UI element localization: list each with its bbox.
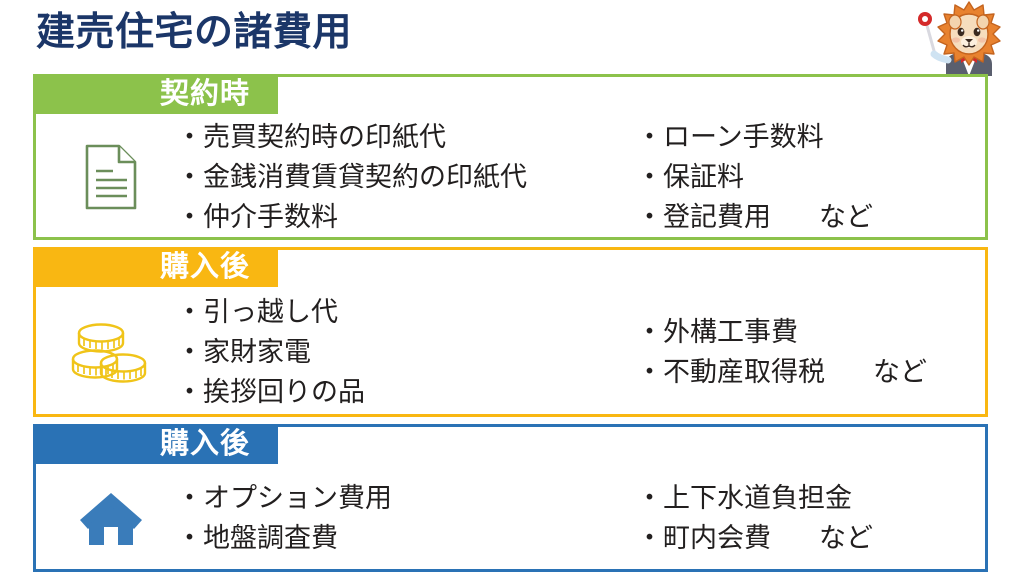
list-item: ・保証料 — [636, 162, 744, 192]
items-left: ・引っ越し代 ・家財家電 ・挨拶回りの品 — [176, 290, 616, 414]
list-item-with-suffix: ・町内会費 など — [636, 518, 988, 558]
section-after-purchase-1: 購入後 — [33, 247, 988, 417]
list-item: ・登記費用 — [636, 202, 771, 232]
items-right: ・ローン手数料 ・保証料 ・登記費用 など — [636, 117, 988, 237]
list-item: ・家財家電 — [176, 337, 311, 367]
suffix-label: など — [873, 357, 927, 387]
items-left: ・オプション費用 ・地盤調査費 — [176, 467, 616, 569]
section-after-purchase-2: 購入後 ・オプション費用 ・地盤調査費 ・上下水道負担金 ・町内会費 など — [33, 424, 988, 572]
list-item: ・町内会費 — [636, 523, 771, 553]
document-icon — [56, 117, 166, 237]
coins-icon — [56, 290, 166, 414]
section-banner-contract: 契約時 — [33, 74, 278, 114]
list-item: ・不動産取得税 — [636, 357, 825, 387]
section-body: ・オプション費用 ・地盤調査費 ・上下水道負担金 ・町内会費 など — [36, 467, 985, 569]
items-right: ・外構工事費 ・不動産取得税 など — [636, 290, 988, 414]
list-item: ・仲介手数料 — [176, 202, 338, 232]
house-icon — [56, 467, 166, 569]
list-item: ・引っ越し代 — [176, 297, 338, 327]
list-item-with-suffix: ・不動産取得税 など — [636, 352, 988, 392]
section-banner-after-purchase-2: 購入後 — [33, 424, 278, 464]
items-left: ・売買契約時の印紙代 ・金銭消費賃貸契約の印紙代 ・仲介手数料 — [176, 117, 616, 237]
section-banner-after-purchase-1: 購入後 — [33, 247, 278, 287]
list-item: ・地盤調査費 — [176, 523, 338, 553]
list-item: ・上下水道負担金 — [636, 483, 852, 513]
list-item: ・ローン手数料 — [636, 122, 824, 152]
list-item: ・外構工事費 — [636, 317, 798, 347]
section-contract: 契約時 ・売買契約時の印紙代 ・金銭消費賃貸契約の印紙代 ・仲介手数料 ・ロー — [33, 74, 988, 240]
list-item: ・オプション費用 — [176, 483, 392, 513]
lion-mascot-icon — [916, 0, 1022, 76]
section-label: 購入後 — [159, 428, 250, 460]
section-body: ・引っ越し代 ・家財家電 ・挨拶回りの品 ・外構工事費 ・不動産取得税 など — [36, 290, 985, 414]
suffix-label: など — [819, 523, 873, 553]
section-body: ・売買契約時の印紙代 ・金銭消費賃貸契約の印紙代 ・仲介手数料 ・ローン手数料 … — [36, 117, 985, 237]
list-item: ・売買契約時の印紙代 — [176, 122, 446, 152]
items-right: ・上下水道負担金 ・町内会費 など — [636, 467, 988, 569]
page-title: 建売住宅の諸費用 — [36, 11, 353, 54]
list-item: ・金銭消費賃貸契約の印紙代 — [176, 162, 527, 192]
list-item-with-suffix: ・登記費用 など — [636, 197, 988, 237]
suffix-label: など — [819, 202, 873, 232]
section-label: 購入後 — [159, 251, 250, 283]
section-label: 契約時 — [159, 78, 250, 110]
list-item: ・挨拶回りの品 — [176, 377, 365, 407]
